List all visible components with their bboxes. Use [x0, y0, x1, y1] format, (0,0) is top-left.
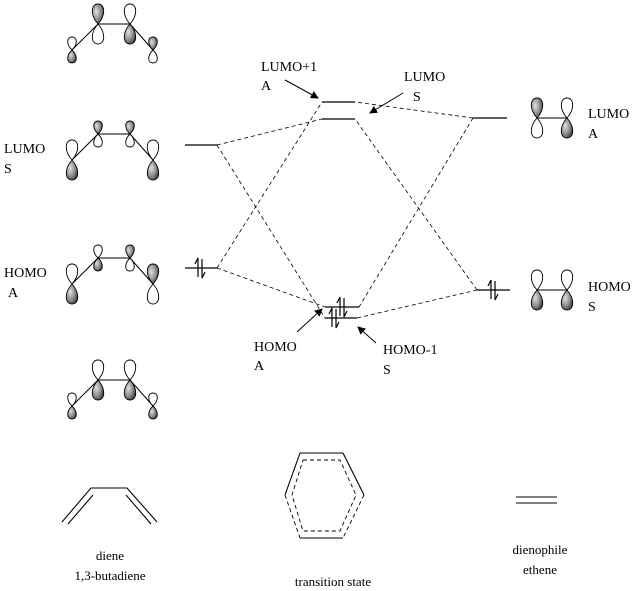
diene-homo-label: HOMO: [4, 266, 47, 281]
ts-lumo-plus1-symmetry: A: [261, 79, 272, 94]
diene-orbital-psi2: [65, 244, 160, 305]
orbital-lobe: [91, 359, 105, 381]
orbital-lobe: [146, 139, 160, 161]
correlation-line: [216, 144, 326, 319]
orbital-lobe: [560, 97, 574, 119]
ethene-lumo-label: LUMO: [588, 107, 630, 122]
orbital-lobe: [65, 263, 79, 285]
orbital-lobe: [125, 257, 135, 272]
orbital-lobe: [65, 159, 79, 181]
orbital-lobe: [530, 289, 544, 311]
correlation-line: [358, 117, 474, 308]
orbital-lobe: [123, 23, 137, 45]
ts-lumo-symmetry: S: [413, 90, 421, 105]
ethene-caption: ethene: [523, 562, 557, 577]
orbital-lobe: [125, 120, 135, 135]
ts-lumo-plus1-label: LUMO+1: [261, 60, 318, 75]
orbital-lobe: [67, 392, 77, 407]
orbital-lobe: [125, 244, 135, 259]
correlation-line: [216, 267, 326, 308]
orbital-lobe: [91, 379, 105, 401]
butadiene-structure: [61, 487, 158, 525]
orbital-lobe: [146, 283, 160, 305]
dienophile-caption: dienophile: [512, 542, 568, 557]
orbital-lobe: [123, 379, 137, 401]
orbital-lobe: [146, 263, 160, 285]
ethene-structure: [516, 496, 557, 504]
orbital-lobe: [67, 405, 77, 420]
electron-pair-icon: [194, 257, 206, 279]
ts-homo-minus1-symmetry: S: [383, 363, 391, 378]
orbital-lobe: [530, 117, 544, 139]
orbital-lobe: [123, 3, 137, 25]
ethene-homo-symmetry: S: [588, 300, 596, 315]
orbital-lobe: [148, 36, 158, 51]
diene-orbital-psi4: [67, 3, 158, 64]
orbital-lobe: [67, 36, 77, 51]
diene-name-caption: 1,3-butadiene: [74, 568, 146, 583]
orbital-lobe: [560, 289, 574, 311]
ethene-homo-label: HOMO: [588, 280, 631, 295]
orbital-lobe: [125, 133, 135, 148]
orbital-lobe: [93, 120, 103, 135]
ts-homo-minus1-label: HOMO-1: [383, 343, 438, 358]
orbital-lobe: [148, 49, 158, 64]
diene-lumo-symmetry: S: [4, 162, 12, 177]
orbital-lobe: [65, 139, 79, 161]
orbital-lobe: [93, 257, 103, 272]
correlation-line: [216, 101, 323, 269]
pointer-arrow: [357, 326, 377, 344]
orbital-lobe: [91, 3, 105, 25]
transition-state-structure: [284, 452, 365, 539]
pointer-arrow: [284, 79, 319, 99]
orbital-lobe: [148, 392, 158, 407]
ts-caption: transition state: [294, 574, 372, 589]
correlation-line: [356, 289, 478, 319]
orbital-lobe: [65, 283, 79, 305]
orbital-lobe: [123, 359, 137, 381]
orbital-lobe: [146, 159, 160, 181]
orbital-lobe: [148, 405, 158, 420]
diene-homo-symmetry: A: [8, 286, 19, 301]
orbital-lobe: [91, 23, 105, 45]
correlation-line: [216, 118, 323, 146]
correlation-line: [354, 101, 474, 119]
diene-caption: diene: [95, 548, 125, 563]
orbital-lobe: [560, 269, 574, 291]
orbital-lobe: [67, 49, 77, 64]
ts-homo-label: HOMO: [254, 340, 297, 355]
diene-orbital-psi3: [65, 120, 160, 181]
ts-lumo-label: LUMO: [404, 70, 446, 85]
ethene-homo-orbital: [530, 269, 574, 311]
electron-pair-icon: [328, 307, 340, 329]
pointer-arrow: [296, 308, 323, 333]
orbital-lobe: [93, 133, 103, 148]
electron-pair-icon: [487, 279, 499, 301]
ethene-lumo-orbital: [530, 97, 574, 139]
orbital-lobe: [93, 244, 103, 259]
correlation-line: [354, 118, 478, 291]
orbital-lobe: [530, 97, 544, 119]
ts-homo-symmetry: A: [254, 359, 265, 374]
diene-lumo-label: LUMO: [4, 142, 46, 157]
orbital-lobe: [560, 117, 574, 139]
ethene-lumo-symmetry: A: [588, 127, 599, 142]
orbital-lobe: [530, 269, 544, 291]
electron-pair-icon: [336, 296, 348, 318]
pointer-arrow: [369, 92, 404, 114]
diene-orbital-psi1: [67, 359, 158, 420]
